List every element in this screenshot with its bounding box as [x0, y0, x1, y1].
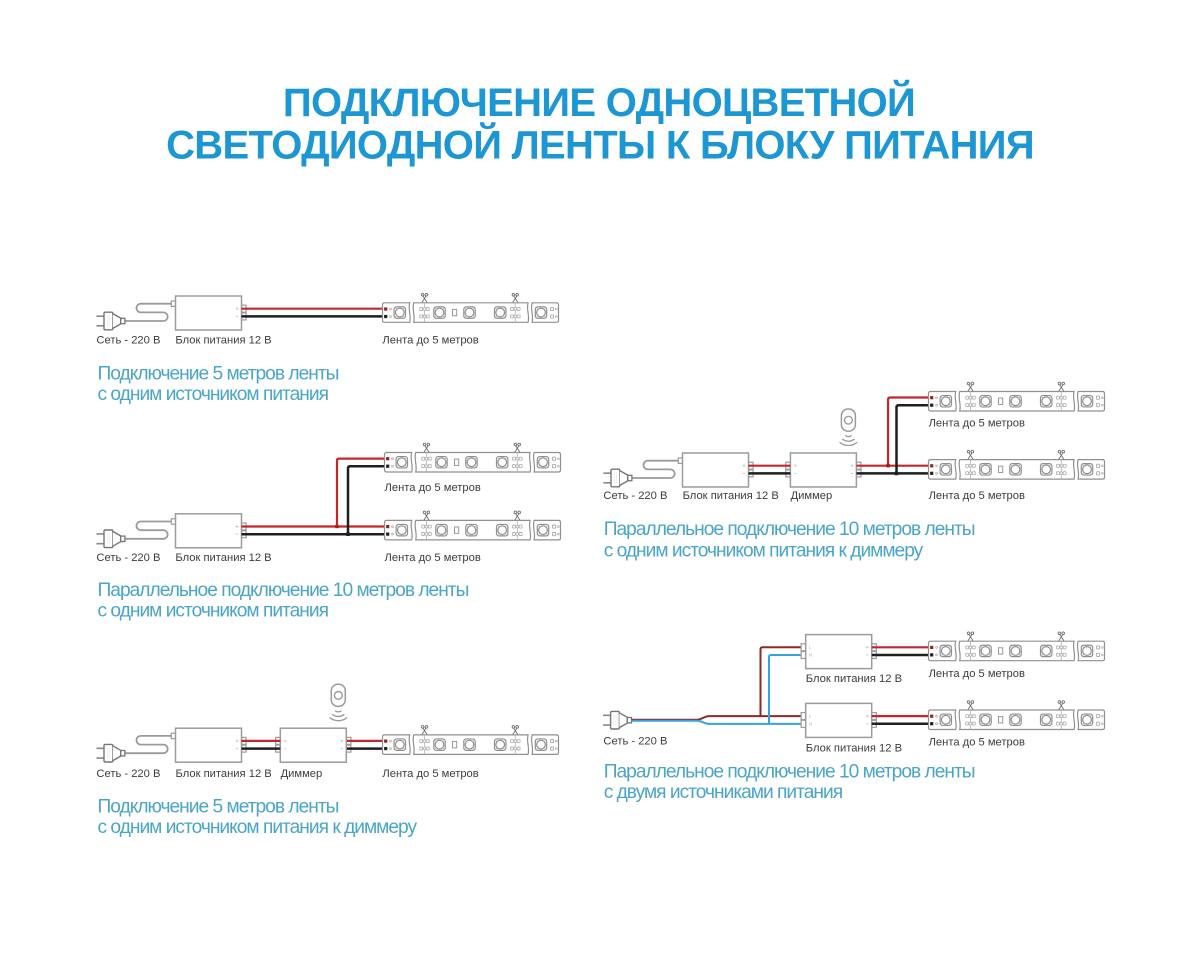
svg-text:Подключение 5 метров ленты: Подключение 5 метров ленты [98, 364, 339, 385]
svg-text:Блок питания 12 В: Блок питания 12 В [806, 743, 902, 755]
svg-text:СВЕТОДИОДНОЙ ЛЕНТЫ К БЛОКУ ПИТ: СВЕТОДИОДНОЙ ЛЕНТЫ К БЛОКУ ПИТАНИЯ [166, 122, 1034, 168]
svg-text:Лента до 5 метров: Лента до 5 метров [385, 552, 481, 564]
svg-text:с одним источником питания к д: с одним источником питания к диммеру [604, 541, 924, 562]
svg-text:Блок питания 12 В: Блок питания 12 В [175, 335, 271, 347]
svg-text:Сеть - 220 В: Сеть - 220 В [603, 490, 667, 502]
svg-text:с одним источником питания к д: с одним источником питания к диммеру [98, 817, 418, 838]
svg-text:Блок питания 12 В: Блок питания 12 В [175, 552, 271, 564]
svg-text:с двумя источниками питания: с двумя источниками питания [604, 782, 843, 803]
svg-text:Сеть - 220 В: Сеть - 220 В [96, 768, 160, 780]
svg-text:Сеть - 220 В: Сеть - 220 В [96, 552, 160, 564]
svg-text:с одним источником питания: с одним источником питания [98, 384, 329, 405]
svg-text:Лента до 5 метров: Лента до 5 метров [382, 768, 478, 780]
svg-text:Параллельное подключение 10 ме: Параллельное подключение 10 метров ленты [604, 519, 975, 540]
svg-text:Сеть - 220 В: Сеть - 220 В [603, 735, 667, 747]
svg-text:Параллельное подключение 10 ме: Параллельное подключение 10 метров ленты [98, 580, 469, 601]
svg-text:Лента до 5 метров: Лента до 5 метров [929, 736, 1025, 748]
svg-text:Диммер: Диммер [281, 768, 323, 780]
svg-text:Лента до 5 метров: Лента до 5 метров [382, 335, 478, 347]
svg-text:Блок питания 12 В: Блок питания 12 В [683, 490, 779, 502]
svg-text:Подключение 5 метров ленты: Подключение 5 метров ленты [98, 797, 339, 818]
svg-text:Блок питания 12 В: Блок питания 12 В [176, 768, 272, 780]
svg-text:ПОДКЛЮЧЕНИЕ ОДНОЦВЕТНОЙ: ПОДКЛЮЧЕНИЕ ОДНОЦВЕТНОЙ [283, 79, 915, 125]
svg-text:Сеть - 220 В: Сеть - 220 В [96, 335, 160, 347]
svg-text:Лента до 5 метров: Лента до 5 метров [385, 482, 481, 494]
svg-text:Лента до 5 метров: Лента до 5 метров [929, 668, 1025, 680]
svg-text:с одним источником питания: с одним источником питания [98, 600, 329, 621]
svg-text:Лента до 5 метров: Лента до 5 метров [929, 490, 1025, 502]
svg-text:Параллельное подключение 10 ме: Параллельное подключение 10 метров ленты [604, 761, 975, 782]
svg-text:Блок питания 12 В: Блок питания 12 В [806, 673, 902, 685]
svg-text:Лента до 5 метров: Лента до 5 метров [929, 417, 1025, 429]
svg-text:Диммер: Диммер [791, 490, 833, 502]
